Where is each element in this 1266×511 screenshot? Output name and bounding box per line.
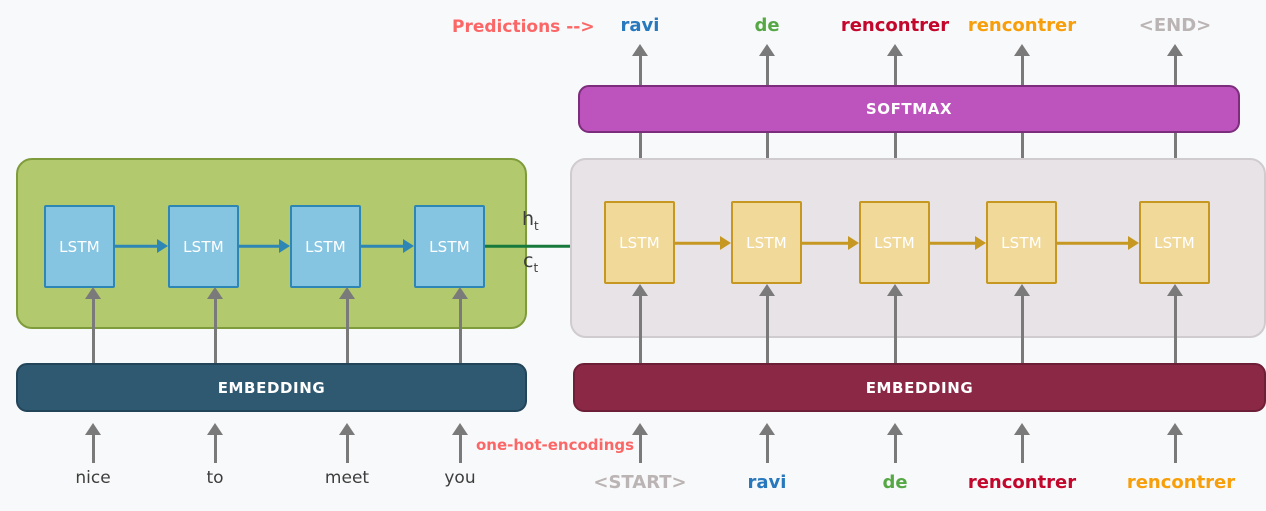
arrowhead-icon	[759, 423, 775, 435]
encoder-recurrent-arrow-2	[239, 236, 290, 256]
arrowhead-icon	[887, 423, 903, 435]
prediction-word-2: de	[754, 15, 780, 36]
arrowhead-icon	[632, 423, 648, 435]
prediction-word-5: <END>	[1138, 15, 1212, 36]
encoder-input-word-4: you	[444, 468, 476, 488]
decoder-input-arrow-2	[759, 423, 775, 463]
decoder-input-arrow-5	[1167, 423, 1183, 463]
prediction-word-3: rencontrer	[840, 15, 950, 36]
encoder-lstm-cell-4: LSTM	[414, 205, 485, 288]
decoder-lstm-cell-5: LSTM	[1139, 201, 1210, 284]
decoder-recurrent-arrow-4	[1057, 233, 1139, 253]
decoder-input-word-4: rencontrer	[967, 472, 1077, 493]
prediction-word-1: ravi	[620, 15, 660, 36]
arrowhead-icon	[452, 423, 468, 435]
prediction-word-4: rencontrer	[967, 15, 1077, 36]
decoder-input-arrow-1	[632, 423, 648, 463]
arrowhead-icon	[207, 423, 223, 435]
encoder-input-arrow-4	[452, 423, 468, 463]
arrowhead-icon	[157, 239, 168, 253]
arrowhead-icon	[759, 44, 775, 56]
decoder-input-word-5: rencontrer	[1126, 472, 1236, 493]
softmax-output-arrow-3	[887, 44, 903, 86]
arrowhead-icon	[339, 423, 355, 435]
decoder-lstm-cell-3: LSTM	[859, 201, 930, 284]
decoder-recurrent-arrow-3	[930, 233, 986, 253]
arrowhead-icon	[975, 236, 986, 250]
encoder-input-word-3: meet	[324, 468, 370, 488]
one-hot-encodings-annotation: one-hot-encodings	[476, 436, 635, 454]
softmax-output-arrow-1	[632, 44, 648, 86]
decoder-input-word-2: ravi	[747, 472, 787, 493]
decoder-embedding-layer: EMBEDDING	[573, 363, 1266, 412]
encoder-input-arrow-3	[339, 423, 355, 463]
encoder-recurrent-arrow-1	[115, 236, 168, 256]
decoder-lstm-cell-4: LSTM	[986, 201, 1057, 284]
softmax-layer: SOFTMAX	[578, 85, 1240, 133]
arrowhead-icon	[720, 236, 731, 250]
arrowhead-icon	[85, 423, 101, 435]
arrowhead-icon	[1167, 423, 1183, 435]
encoder-input-arrow-1	[85, 423, 101, 463]
encoder-input-arrow-2	[207, 423, 223, 463]
encoder-lstm-cell-3: LSTM	[290, 205, 361, 288]
encoder-input-word-2: to	[206, 468, 224, 488]
softmax-output-arrow-2	[759, 44, 775, 86]
arrowhead-icon	[1014, 44, 1030, 56]
decoder-recurrent-arrow-1	[675, 233, 731, 253]
encoder-input-word-1: nice	[75, 468, 111, 488]
decoder-input-word-3: de	[882, 472, 908, 493]
cell-state-label: ct	[523, 250, 539, 275]
softmax-output-arrow-4	[1014, 44, 1030, 86]
encoder-lstm-cell-1: LSTM	[44, 205, 115, 288]
predictions-annotation: Predictions -->	[452, 17, 595, 37]
decoder-lstm-cell-1: LSTM	[604, 201, 675, 284]
encoder-lstm-cell-2: LSTM	[168, 205, 239, 288]
arrowhead-icon	[632, 44, 648, 56]
arrowhead-icon	[279, 239, 290, 253]
hidden-state-label: ht	[522, 208, 539, 233]
arrowhead-icon	[403, 239, 414, 253]
encoder-embedding-layer: EMBEDDING	[16, 363, 527, 412]
arrowhead-icon	[1128, 236, 1139, 250]
encoder-recurrent-arrow-3	[361, 236, 414, 256]
softmax-output-arrow-5	[1167, 44, 1183, 86]
decoder-lstm-cell-2: LSTM	[731, 201, 802, 284]
arrowhead-icon	[887, 44, 903, 56]
arrowhead-icon	[848, 236, 859, 250]
arrowhead-icon	[1014, 423, 1030, 435]
decoder-input-arrow-3	[887, 423, 903, 463]
decoder-input-word-1: <START>	[593, 472, 687, 493]
arrowhead-icon	[1167, 44, 1183, 56]
decoder-recurrent-arrow-2	[802, 233, 859, 253]
decoder-input-arrow-4	[1014, 423, 1030, 463]
